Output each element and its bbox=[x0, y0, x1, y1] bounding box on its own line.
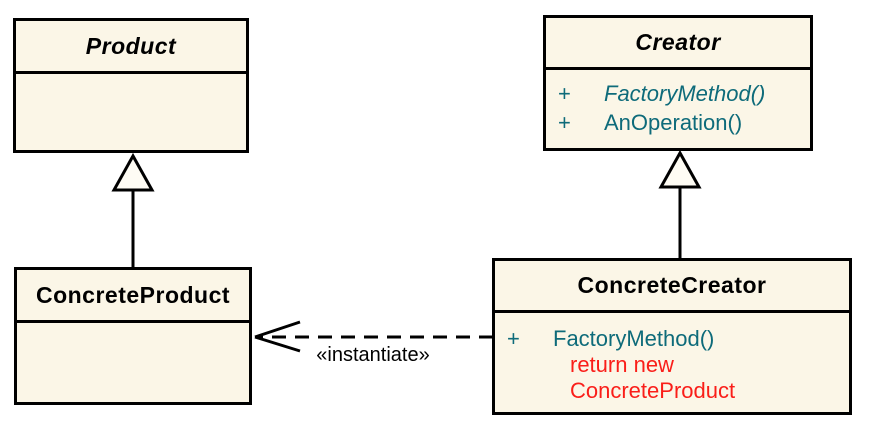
class-title-concrete-creator: ConcreteCreator bbox=[495, 261, 849, 313]
class-body-concrete-creator: + FactoryMethod() return new ConcretePro… bbox=[495, 313, 849, 404]
visibility-symbol: + bbox=[558, 110, 571, 135]
method-row-factory-method: + FactoryMethod() bbox=[558, 79, 804, 108]
instantiate-stereotype-label: «instantiate» bbox=[316, 344, 430, 366]
class-title-concrete-product: ConcreteProduct bbox=[17, 270, 249, 323]
method-signature: AnOperation() bbox=[604, 110, 743, 135]
generalization-arrowhead-product bbox=[111, 152, 155, 192]
class-title-creator: Creator bbox=[546, 18, 810, 70]
method-signature: FactoryMethod() bbox=[553, 326, 715, 351]
class-box-creator: Creator + FactoryMethod() + AnOperation(… bbox=[543, 15, 813, 151]
method-row-factory-method: + FactoryMethod() bbox=[507, 324, 843, 352]
class-body-product bbox=[16, 74, 246, 83]
generalization-arrowhead-creator bbox=[658, 149, 702, 189]
class-body-creator: + FactoryMethod() + AnOperation() bbox=[546, 70, 810, 137]
class-box-concrete-product: ConcreteProduct bbox=[14, 267, 252, 405]
visibility-symbol: + bbox=[507, 326, 520, 351]
class-title-product: Product bbox=[16, 21, 246, 74]
code-note-line: return new bbox=[570, 352, 674, 377]
method-signature: FactoryMethod() bbox=[604, 81, 766, 106]
method-row-an-operation: + AnOperation() bbox=[558, 108, 804, 137]
code-note-line: ConcreteProduct bbox=[570, 378, 736, 403]
class-body-concrete-product bbox=[17, 323, 249, 332]
class-box-product: Product bbox=[13, 18, 249, 153]
class-box-concrete-creator: ConcreteCreator + FactoryMethod() return… bbox=[492, 258, 852, 415]
visibility-symbol: + bbox=[558, 81, 571, 106]
